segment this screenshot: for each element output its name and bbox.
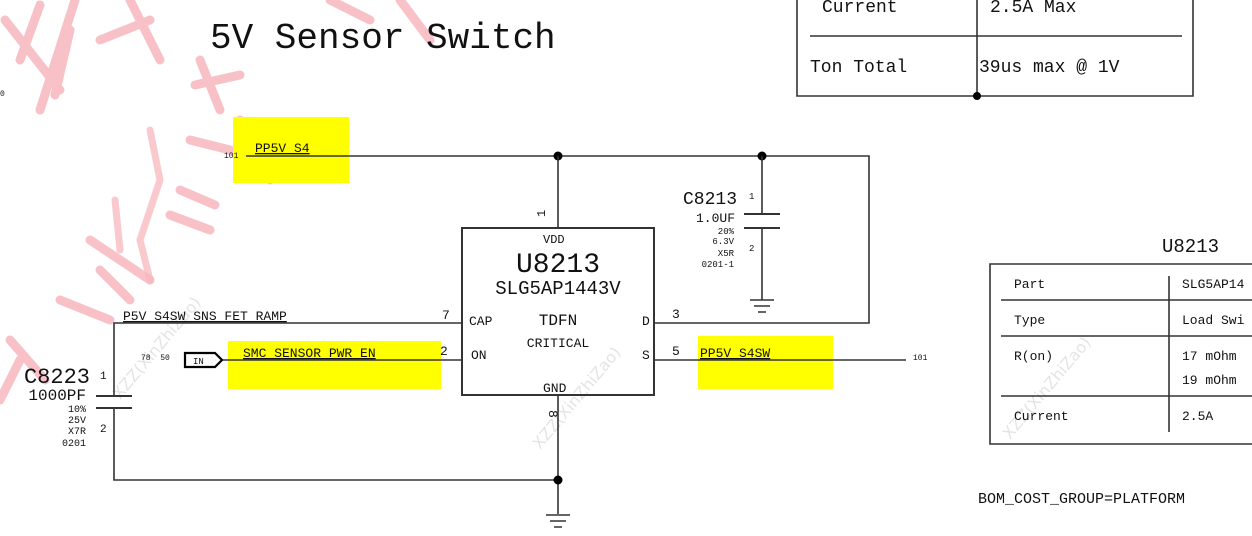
pp5v-s4sw-label: PP5V_S4SW bbox=[700, 346, 770, 361]
u8213-part: SLG5AP1443V bbox=[495, 278, 621, 300]
c8223-pin1: 1 bbox=[100, 371, 107, 383]
timing-table-label-current: Current bbox=[822, 0, 898, 18]
c8223-voltage: 25V bbox=[68, 416, 86, 427]
c8213-ref: C8213 bbox=[683, 190, 737, 210]
spec-value-type: Load Swi bbox=[1182, 313, 1245, 328]
c8213-pin1: 1 bbox=[749, 192, 754, 202]
left-stub-label: 0 bbox=[0, 90, 5, 99]
u8213-pin1-num: 1 bbox=[535, 210, 549, 217]
spec-table-title: U8213 bbox=[1162, 236, 1219, 258]
enable-label: SMC_SENSOR_PWR_EN bbox=[243, 346, 376, 361]
page-title: 5V Sensor Switch bbox=[210, 18, 556, 59]
u8213-pin-on: ON bbox=[471, 348, 487, 363]
net-ramp[interactable]: P5V_S4SW_SNS_FET_RAMP bbox=[113, 309, 558, 481]
port-type: IN bbox=[193, 357, 204, 367]
u8213-symbol[interactable]: 1 VDD U8213 SLG5AP1443V TDFN CRITICAL CA… bbox=[440, 210, 680, 418]
c8213-pin2: 2 bbox=[749, 244, 754, 254]
u8213-pin3-num: 3 bbox=[672, 307, 680, 322]
watermark-small-2: XZZ(XinZhiZao) bbox=[529, 343, 625, 453]
c8213-value: 1.0UF bbox=[696, 211, 735, 226]
net-smc-sensor-pwr-en[interactable]: IN 78 50 SMC_SENSOR_PWR_EN bbox=[141, 346, 462, 369]
highlight-pp5v-s4sw bbox=[698, 336, 833, 389]
u8213-pin5-num: 5 bbox=[672, 344, 680, 359]
timing-table-value-current: 2.5A Max bbox=[990, 0, 1076, 18]
u8213-pin8-num: 8 bbox=[545, 410, 560, 418]
c8223-symbol[interactable]: C8223 1000PF 10% 25V X7R 0201 1 2 bbox=[24, 365, 132, 450]
bom-cost-group: BOM_COST_GROUP=PLATFORM bbox=[978, 491, 1185, 508]
spec-label-current: Current bbox=[1014, 409, 1069, 424]
c8213-symbol[interactable]: C8213 1.0UF 20% 6.3V X5R 0201-1 1 2 bbox=[683, 156, 780, 313]
spec-label-part: Part bbox=[1014, 277, 1045, 292]
u8213-pin-d: D bbox=[642, 314, 650, 329]
c8213-package: 0201-1 bbox=[702, 260, 734, 270]
timing-table: Current 2.5A Max Ton Total 39us max @ 1V bbox=[796, 0, 1194, 100]
c8223-ref: C8223 bbox=[24, 365, 90, 390]
highlight-pp5v-s4 bbox=[233, 117, 349, 183]
u8213-package: TDFN bbox=[539, 312, 577, 330]
spec-value-current: 2.5A bbox=[1182, 409, 1213, 424]
c8213-tolerance: 20% bbox=[718, 227, 735, 237]
gnd-net[interactable] bbox=[546, 395, 570, 528]
c8223-pin2: 2 bbox=[100, 424, 107, 436]
spec-value-ron-2: 19 mOhm bbox=[1182, 373, 1237, 388]
u8213-pin-gnd: GND bbox=[543, 381, 567, 396]
spec-value-ron-1: 17 mOhm bbox=[1182, 349, 1237, 364]
spec-table: U8213 Part SLG5AP14 Type Load Swi R(on) … bbox=[989, 236, 1252, 445]
pp5v-s4sw-page-ref: 101 bbox=[913, 354, 928, 363]
u8213-pin-cap: CAP bbox=[469, 314, 493, 329]
highlight-smc-sensor-pwr-en bbox=[228, 341, 441, 389]
u8213-critical: CRITICAL bbox=[527, 336, 589, 351]
u8213-pin-s: S bbox=[642, 348, 650, 363]
c8223-dielectric: X7R bbox=[68, 427, 86, 438]
c8223-value: 1000PF bbox=[28, 387, 86, 405]
u8213-pin7-num: 7 bbox=[442, 308, 450, 323]
junction-gnd bbox=[553, 475, 563, 485]
c8213-dielectric: X5R bbox=[718, 249, 735, 259]
timing-table-value-ton: 39us max @ 1V bbox=[979, 58, 1120, 78]
spec-label-type: Type bbox=[1014, 313, 1045, 328]
u8213-pin-vdd: VDD bbox=[543, 233, 565, 247]
c8223-package: 0201 bbox=[62, 439, 86, 450]
u8213-ref: U8213 bbox=[516, 250, 600, 281]
timing-table-label-ton: Ton Total bbox=[810, 58, 907, 78]
ramp-label: P5V_S4SW_SNS_FET_RAMP bbox=[123, 309, 287, 324]
spec-value-part: SLG5AP14 bbox=[1182, 277, 1245, 292]
net-pp5v-s4sw[interactable]: PP5V_S4SW 101 bbox=[654, 346, 928, 363]
c8213-voltage: 6.3V bbox=[712, 237, 734, 247]
pp5v-s4-label: PP5V_S4 bbox=[255, 141, 310, 156]
c8223-tolerance: 10% bbox=[68, 405, 86, 416]
ground-icon bbox=[546, 514, 570, 528]
input-port-icon bbox=[183, 351, 224, 369]
net-pp5v-s4[interactable]: 101 PP5V_S4 bbox=[224, 141, 870, 324]
pp5v-s4-page-ref: 101 bbox=[224, 152, 239, 161]
u8213-pin2-num: 2 bbox=[440, 344, 448, 359]
enable-page-refs: 78 50 bbox=[141, 354, 170, 363]
spec-label-ron: R(on) bbox=[1014, 349, 1053, 364]
